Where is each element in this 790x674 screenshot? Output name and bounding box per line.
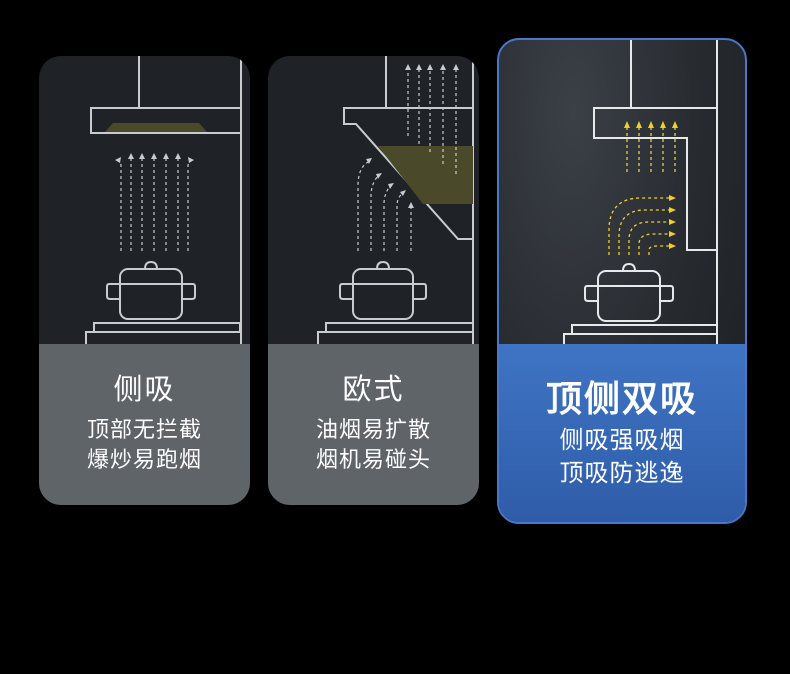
card-caption: 侧吸 顶部无拦截 爆炒易跑烟 <box>39 344 250 505</box>
card-line: 爆炒易跑烟 <box>86 448 202 473</box>
card-dual-suction[interactable]: 顶侧双吸 侧吸强吸烟 顶吸防逃逸 <box>497 38 747 524</box>
range-hood-side-icon <box>85 56 242 347</box>
card-description: 顶部无拦截 爆炒易跑烟 <box>39 416 250 476</box>
airflow-arrow-icon <box>116 159 193 251</box>
oil-patch <box>378 146 473 204</box>
card-title: 欧式 <box>342 372 405 406</box>
card-line: 顶部无拦截 <box>86 418 202 443</box>
pot-icon <box>317 260 474 347</box>
range-hood-dual-icon <box>563 40 718 349</box>
card-line: 顶吸防逃逸 <box>559 459 685 487</box>
card-line: 烟机易碰头 <box>315 448 431 473</box>
oil-patch <box>105 123 207 132</box>
pot-icon <box>85 260 242 347</box>
card-european[interactable]: 欧式 油烟易扩散 烟机易碰头 <box>268 56 479 505</box>
airflow-arrow-icon <box>608 128 676 255</box>
card-side-suction[interactable]: 侧吸 顶部无拦截 爆炒易跑烟 <box>39 56 250 505</box>
airflow-arrow-icon <box>357 70 457 251</box>
card-caption: 顶侧双吸 侧吸强吸烟 顶吸防逃逸 <box>499 344 745 522</box>
card-line: 油烟易扩散 <box>315 418 431 443</box>
pot-icon <box>563 262 718 349</box>
card-description: 侧吸强吸烟 顶吸防逃逸 <box>499 424 745 490</box>
card-title: 侧吸 <box>113 372 176 406</box>
card-description: 油烟易扩散 烟机易碰头 <box>268 416 479 476</box>
card-caption: 欧式 油烟易扩散 烟机易碰头 <box>268 344 479 505</box>
card-title: 顶侧双吸 <box>545 379 698 420</box>
card-line: 侧吸强吸烟 <box>559 426 685 454</box>
range-hood-european-icon <box>317 56 474 347</box>
